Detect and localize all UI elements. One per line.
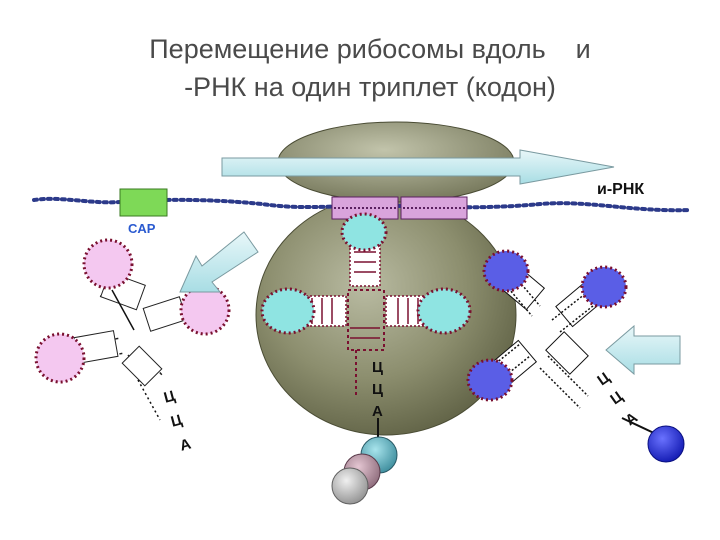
- anticodon-right-c1: Ц: [594, 369, 613, 389]
- trna-center: [260, 212, 472, 438]
- amino-acid-chain: [331, 436, 398, 505]
- anticodon-right-c2: Ц: [607, 388, 626, 408]
- title-line-2: -РНК на один триплет (кодон): [184, 72, 556, 102]
- slide-title: Перемещение рибосомы вдоль и -РНК на оди…: [70, 30, 670, 106]
- exit-arrow-left: [179, 231, 259, 293]
- entry-arrow-right: [605, 324, 681, 376]
- codon-boxes: [331, 196, 468, 220]
- trna-right: [466, 249, 685, 463]
- anticodon-center-a: А: [372, 403, 383, 420]
- direction-arrow: [221, 149, 615, 185]
- anticodon-left-a: А: [178, 435, 193, 454]
- anticodon-center-c1: Ц: [372, 359, 383, 376]
- mrna-label: и-РНК: [597, 181, 644, 198]
- anticodon-center-c2: Ц: [372, 381, 383, 398]
- cap-label: CAP: [128, 221, 156, 236]
- anticodon-left-c2: Ц: [169, 411, 184, 430]
- cap-box: [119, 188, 168, 217]
- amino-acid-3: [331, 467, 369, 505]
- anticodon-left-c1: Ц: [162, 387, 177, 406]
- title-line-1: Перемещение рибосомы вдоль и: [149, 34, 591, 64]
- trna-left: [34, 238, 231, 421]
- amino-acid-right: [647, 425, 685, 463]
